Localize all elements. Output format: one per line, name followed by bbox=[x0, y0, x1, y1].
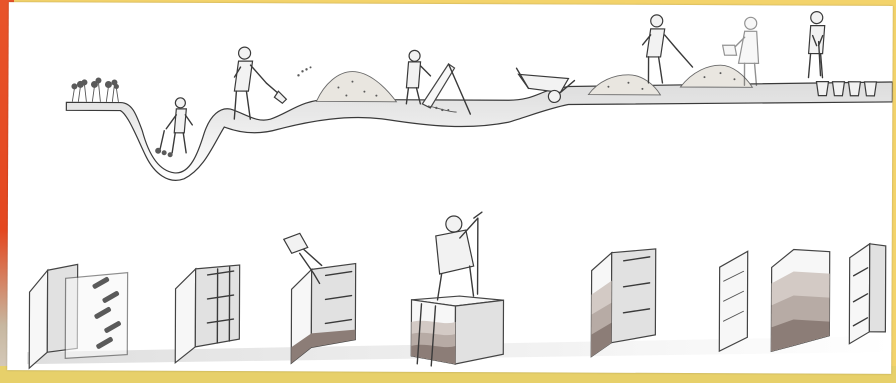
illustration-sheet bbox=[7, 2, 893, 374]
finished-rammed-earth-wall bbox=[849, 244, 885, 344]
ground-profile bbox=[66, 78, 892, 183]
formwork-removed bbox=[719, 249, 829, 351]
open-formwork-with-rods bbox=[29, 264, 127, 368]
rammed-earth-process-illustration bbox=[7, 2, 893, 374]
soil-pile bbox=[316, 71, 396, 101]
worker-ramming-soil bbox=[411, 212, 504, 366]
worker-tamping bbox=[808, 12, 824, 78]
pouring-soil-into-formwork bbox=[283, 233, 356, 363]
worker-digging-pit bbox=[155, 98, 192, 158]
plants-on-topsoil bbox=[71, 77, 119, 101]
closed-formwork bbox=[175, 265, 239, 363]
worker-mixing-soil bbox=[642, 15, 692, 83]
